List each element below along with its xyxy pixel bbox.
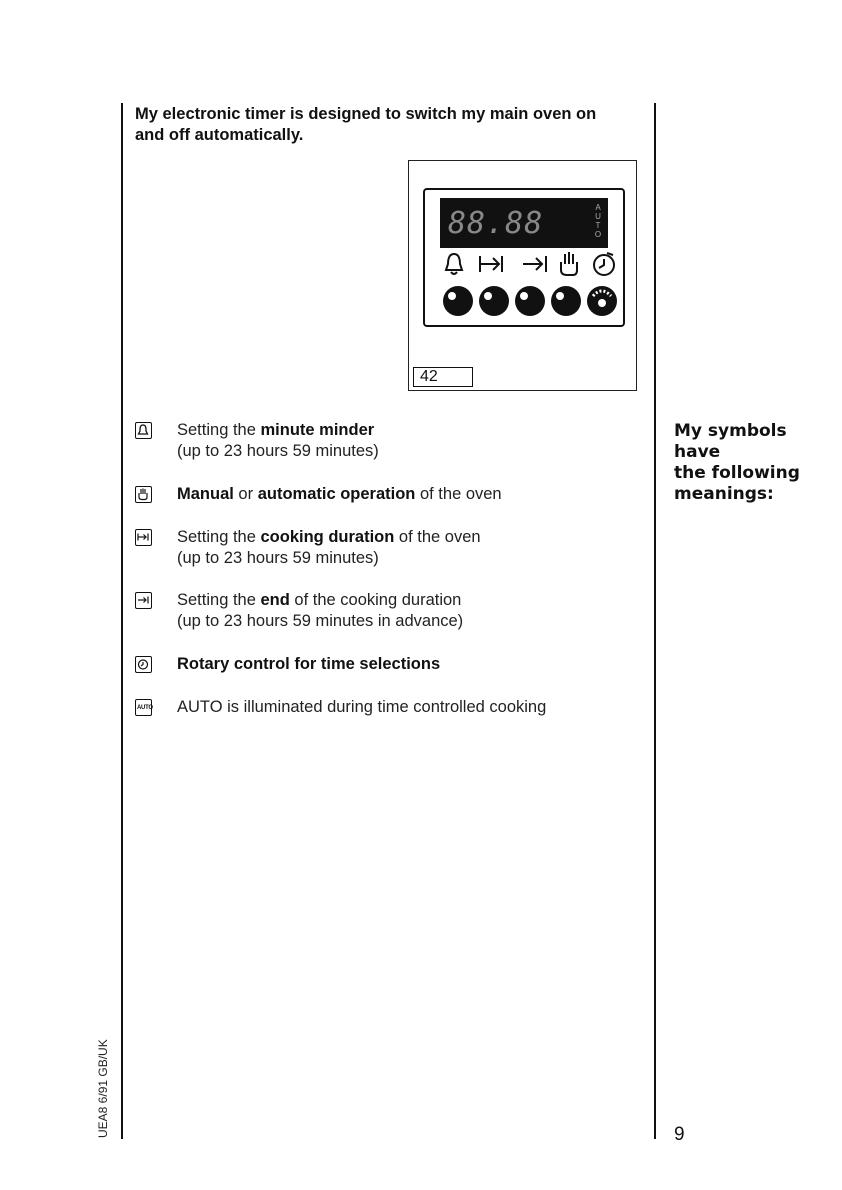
auto-icon: AUTO [135, 699, 153, 716]
hand-icon [135, 486, 152, 503]
rotary-clock-icon [593, 252, 615, 276]
bell-icon [135, 422, 152, 439]
timer-display: 88.88 A U T O [440, 198, 608, 248]
panel-symbol-row [435, 250, 620, 282]
rotary-knob-icon [587, 286, 617, 316]
intro-line-1: My electronic timer is designed to switc… [135, 105, 597, 123]
knob-icon [479, 286, 509, 316]
knob-icon [443, 286, 473, 316]
right-margin-rule [654, 103, 656, 1139]
duration-icon [135, 529, 152, 546]
display-auto-indicator: A U T O [594, 203, 602, 239]
document-code: UEA8 6/91 GB/UK [96, 1039, 110, 1138]
display-digits: 88.88 [448, 206, 544, 241]
hand-icon [560, 252, 578, 276]
duration-icon [479, 256, 503, 272]
intro-line-2: and off automatically. [135, 126, 304, 144]
sidebar-heading: My symbols have the following meanings: [674, 421, 800, 504]
knob-icon [551, 286, 581, 316]
bell-icon [444, 252, 464, 275]
timer-panel: 88.88 A U T O [423, 188, 625, 327]
rotary-clock-icon [135, 656, 152, 673]
left-margin-rule [121, 103, 123, 1139]
panel-knob-row [437, 284, 622, 320]
knob-icon [515, 286, 545, 316]
page-number: 9 [674, 1124, 685, 1145]
end-icon [523, 256, 547, 272]
figure-label: 42 [413, 367, 473, 387]
end-icon [135, 592, 152, 609]
intro-text: My electronic timer is designed to switc… [135, 104, 647, 146]
timer-illustration: 88.88 A U T O [408, 160, 637, 391]
